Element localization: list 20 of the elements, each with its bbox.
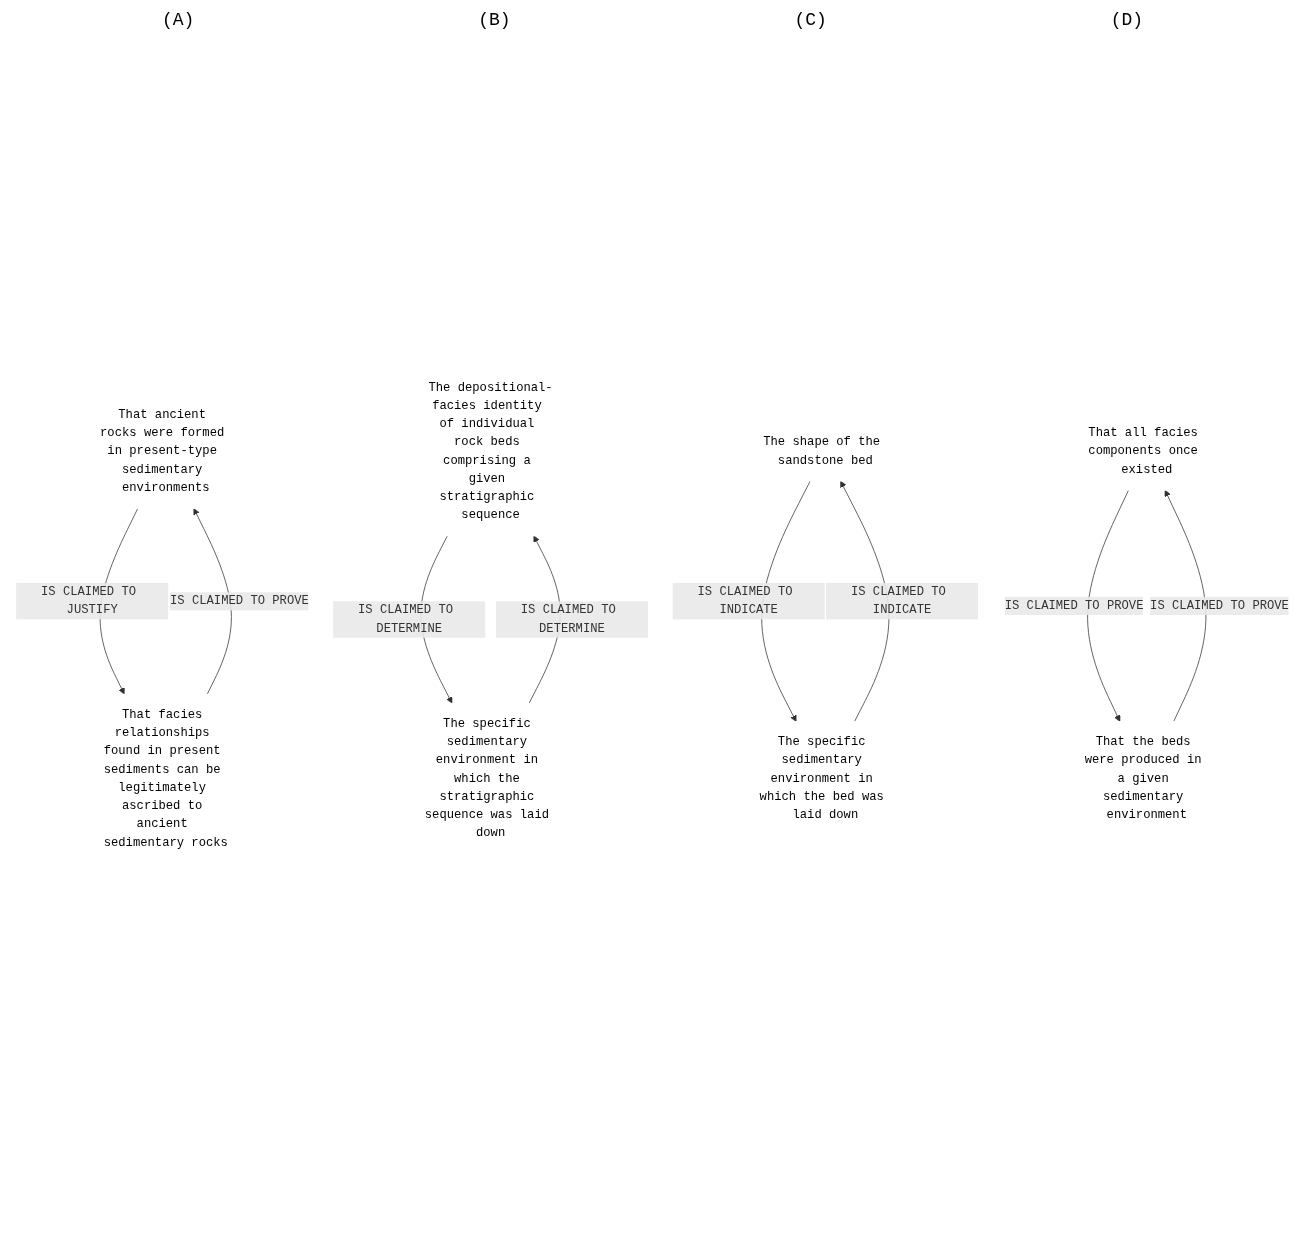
node-text: That the beds were produced in a given sedimentary environment: [1084, 735, 1202, 822]
edge-label: IS CLAIMED TO PROVE: [170, 594, 309, 609]
edge-label: IS CLAIMED TO DETERMINE: [358, 603, 454, 636]
edge-label: IS CLAIMED TO DETERMINE: [520, 603, 616, 636]
panel-label: (C): [794, 10, 827, 30]
edge-label: IS CLAIMED TO PROVE: [1150, 599, 1289, 613]
panel-label: (B): [478, 10, 511, 30]
node-text: That facies relationships found in present sediments can be legitimately ascribed to ancient sedimentary rocks: [103, 707, 228, 850]
edge-label: IS CLAIMED TO INDICATE: [697, 585, 793, 618]
edge-label: IS CLAIMED TO PROVE: [1004, 599, 1144, 613]
node-text: That all facies components once existed: [1088, 426, 1198, 477]
edge-label: IS CLAIMED TO INDICATE: [850, 585, 946, 618]
node-text: The specific sedimentary environment in which the stratigraphic sequence was laid down: [424, 716, 550, 841]
node-text: The shape of the sandstone bed: [763, 435, 881, 468]
node-text: The specific sedimentary environment in which the bed was laid down: [759, 735, 884, 822]
panel-label: (A): [161, 10, 195, 30]
edge-label: IS CLAIMED TO JUSTIFY: [41, 585, 137, 618]
panel-label: (D): [1110, 10, 1144, 30]
node-text: That ancient rocks were formed in present-type sedimentary environments: [100, 408, 225, 495]
node-text: The depositional-facies identity of individual rock beds comprising a given stratigraphic sequence: [428, 380, 553, 523]
